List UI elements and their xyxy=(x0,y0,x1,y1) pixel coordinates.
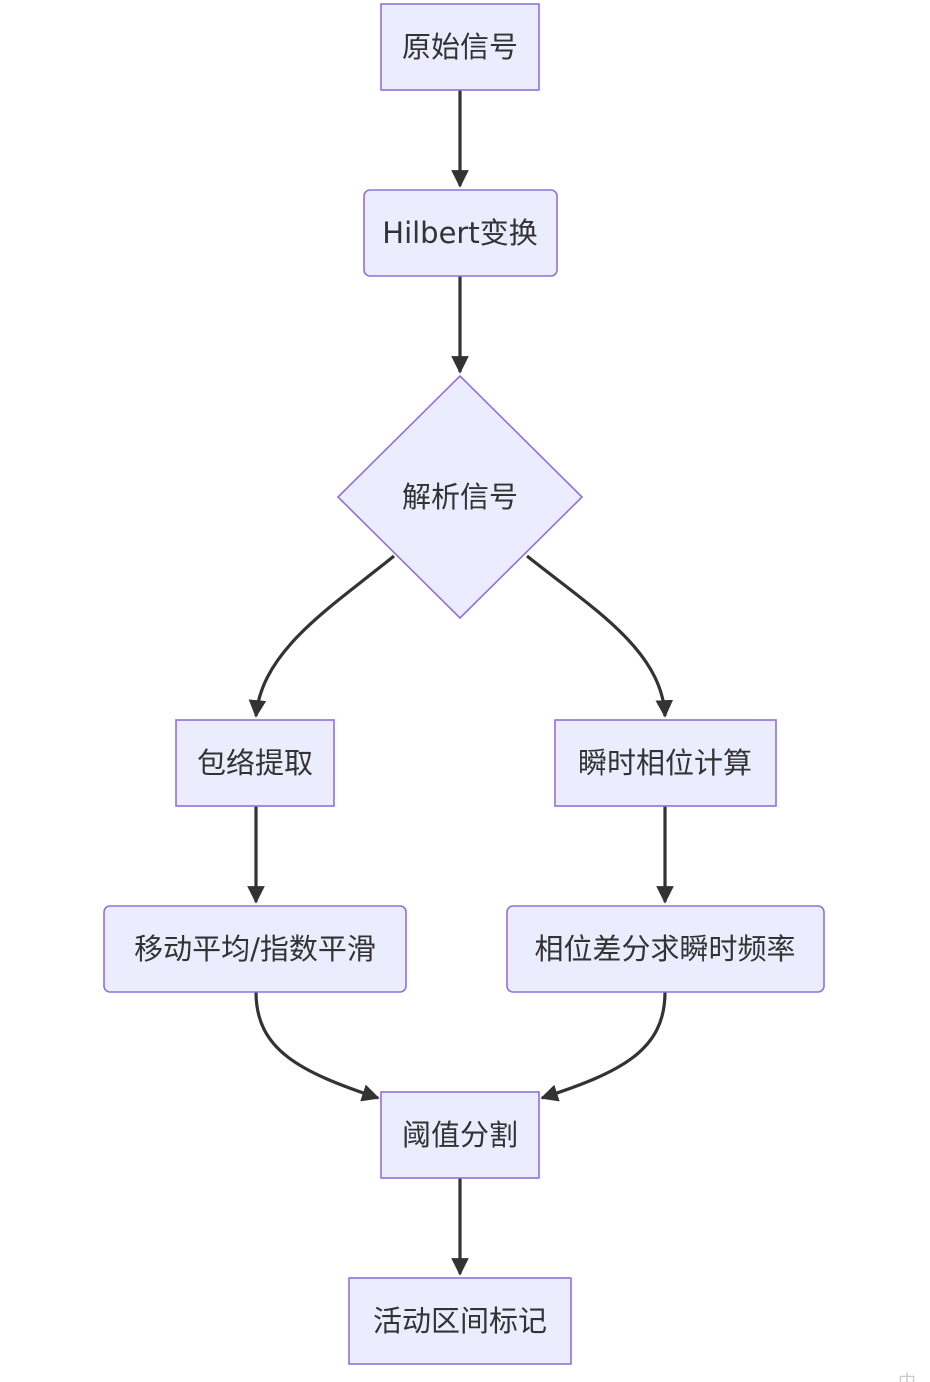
node-envelope-box xyxy=(175,719,335,807)
node-hilbert-box xyxy=(363,189,558,277)
node-marking: 活动区间标记 xyxy=(348,1277,572,1365)
edge-analytic-to-phase xyxy=(526,554,674,718)
node-analytic-label: 解析信号 xyxy=(402,480,518,514)
node-frequency: 相位差分求瞬时频率 xyxy=(506,905,825,993)
node-threshold: 阈值分割 xyxy=(380,1091,540,1179)
node-phase-box xyxy=(554,719,777,807)
edge-analytic-to-envelope xyxy=(248,554,396,718)
node-smoothing-label: 移动平均/指数平滑 xyxy=(134,932,376,966)
node-analytic: 解析信号 xyxy=(336,374,584,620)
node-envelope: 包络提取 xyxy=(175,719,335,807)
node-raw-signal: 原始信号 xyxy=(380,3,540,91)
node-raw-signal-box xyxy=(380,3,540,91)
edge-frequency-to-threshold xyxy=(540,991,667,1102)
node-marking-label: 活动区间标记 xyxy=(373,1304,547,1338)
edges xyxy=(247,90,674,1276)
node-hilbert: Hilbert变换 xyxy=(363,189,558,277)
node-threshold-box xyxy=(380,1091,540,1179)
node-smoothing-box xyxy=(103,905,407,993)
node-envelope-label: 包络提取 xyxy=(197,746,313,780)
edge-smoothing-to-threshold xyxy=(254,991,380,1102)
node-raw-signal-label: 原始信号 xyxy=(402,30,518,64)
node-analytic-diamond xyxy=(336,374,584,620)
node-threshold-label: 阈值分割 xyxy=(402,1118,518,1152)
node-marking-box xyxy=(348,1277,572,1365)
node-phase-label: 瞬时相位计算 xyxy=(578,746,752,780)
node-smoothing: 移动平均/指数平滑 xyxy=(103,905,407,993)
corner-mark: 中 xyxy=(898,1372,916,1382)
node-hilbert-label: Hilbert变换 xyxy=(382,216,537,250)
node-frequency-box xyxy=(506,905,825,993)
node-phase: 瞬时相位计算 xyxy=(554,719,777,807)
node-frequency-label: 相位差分求瞬时频率 xyxy=(534,932,795,966)
